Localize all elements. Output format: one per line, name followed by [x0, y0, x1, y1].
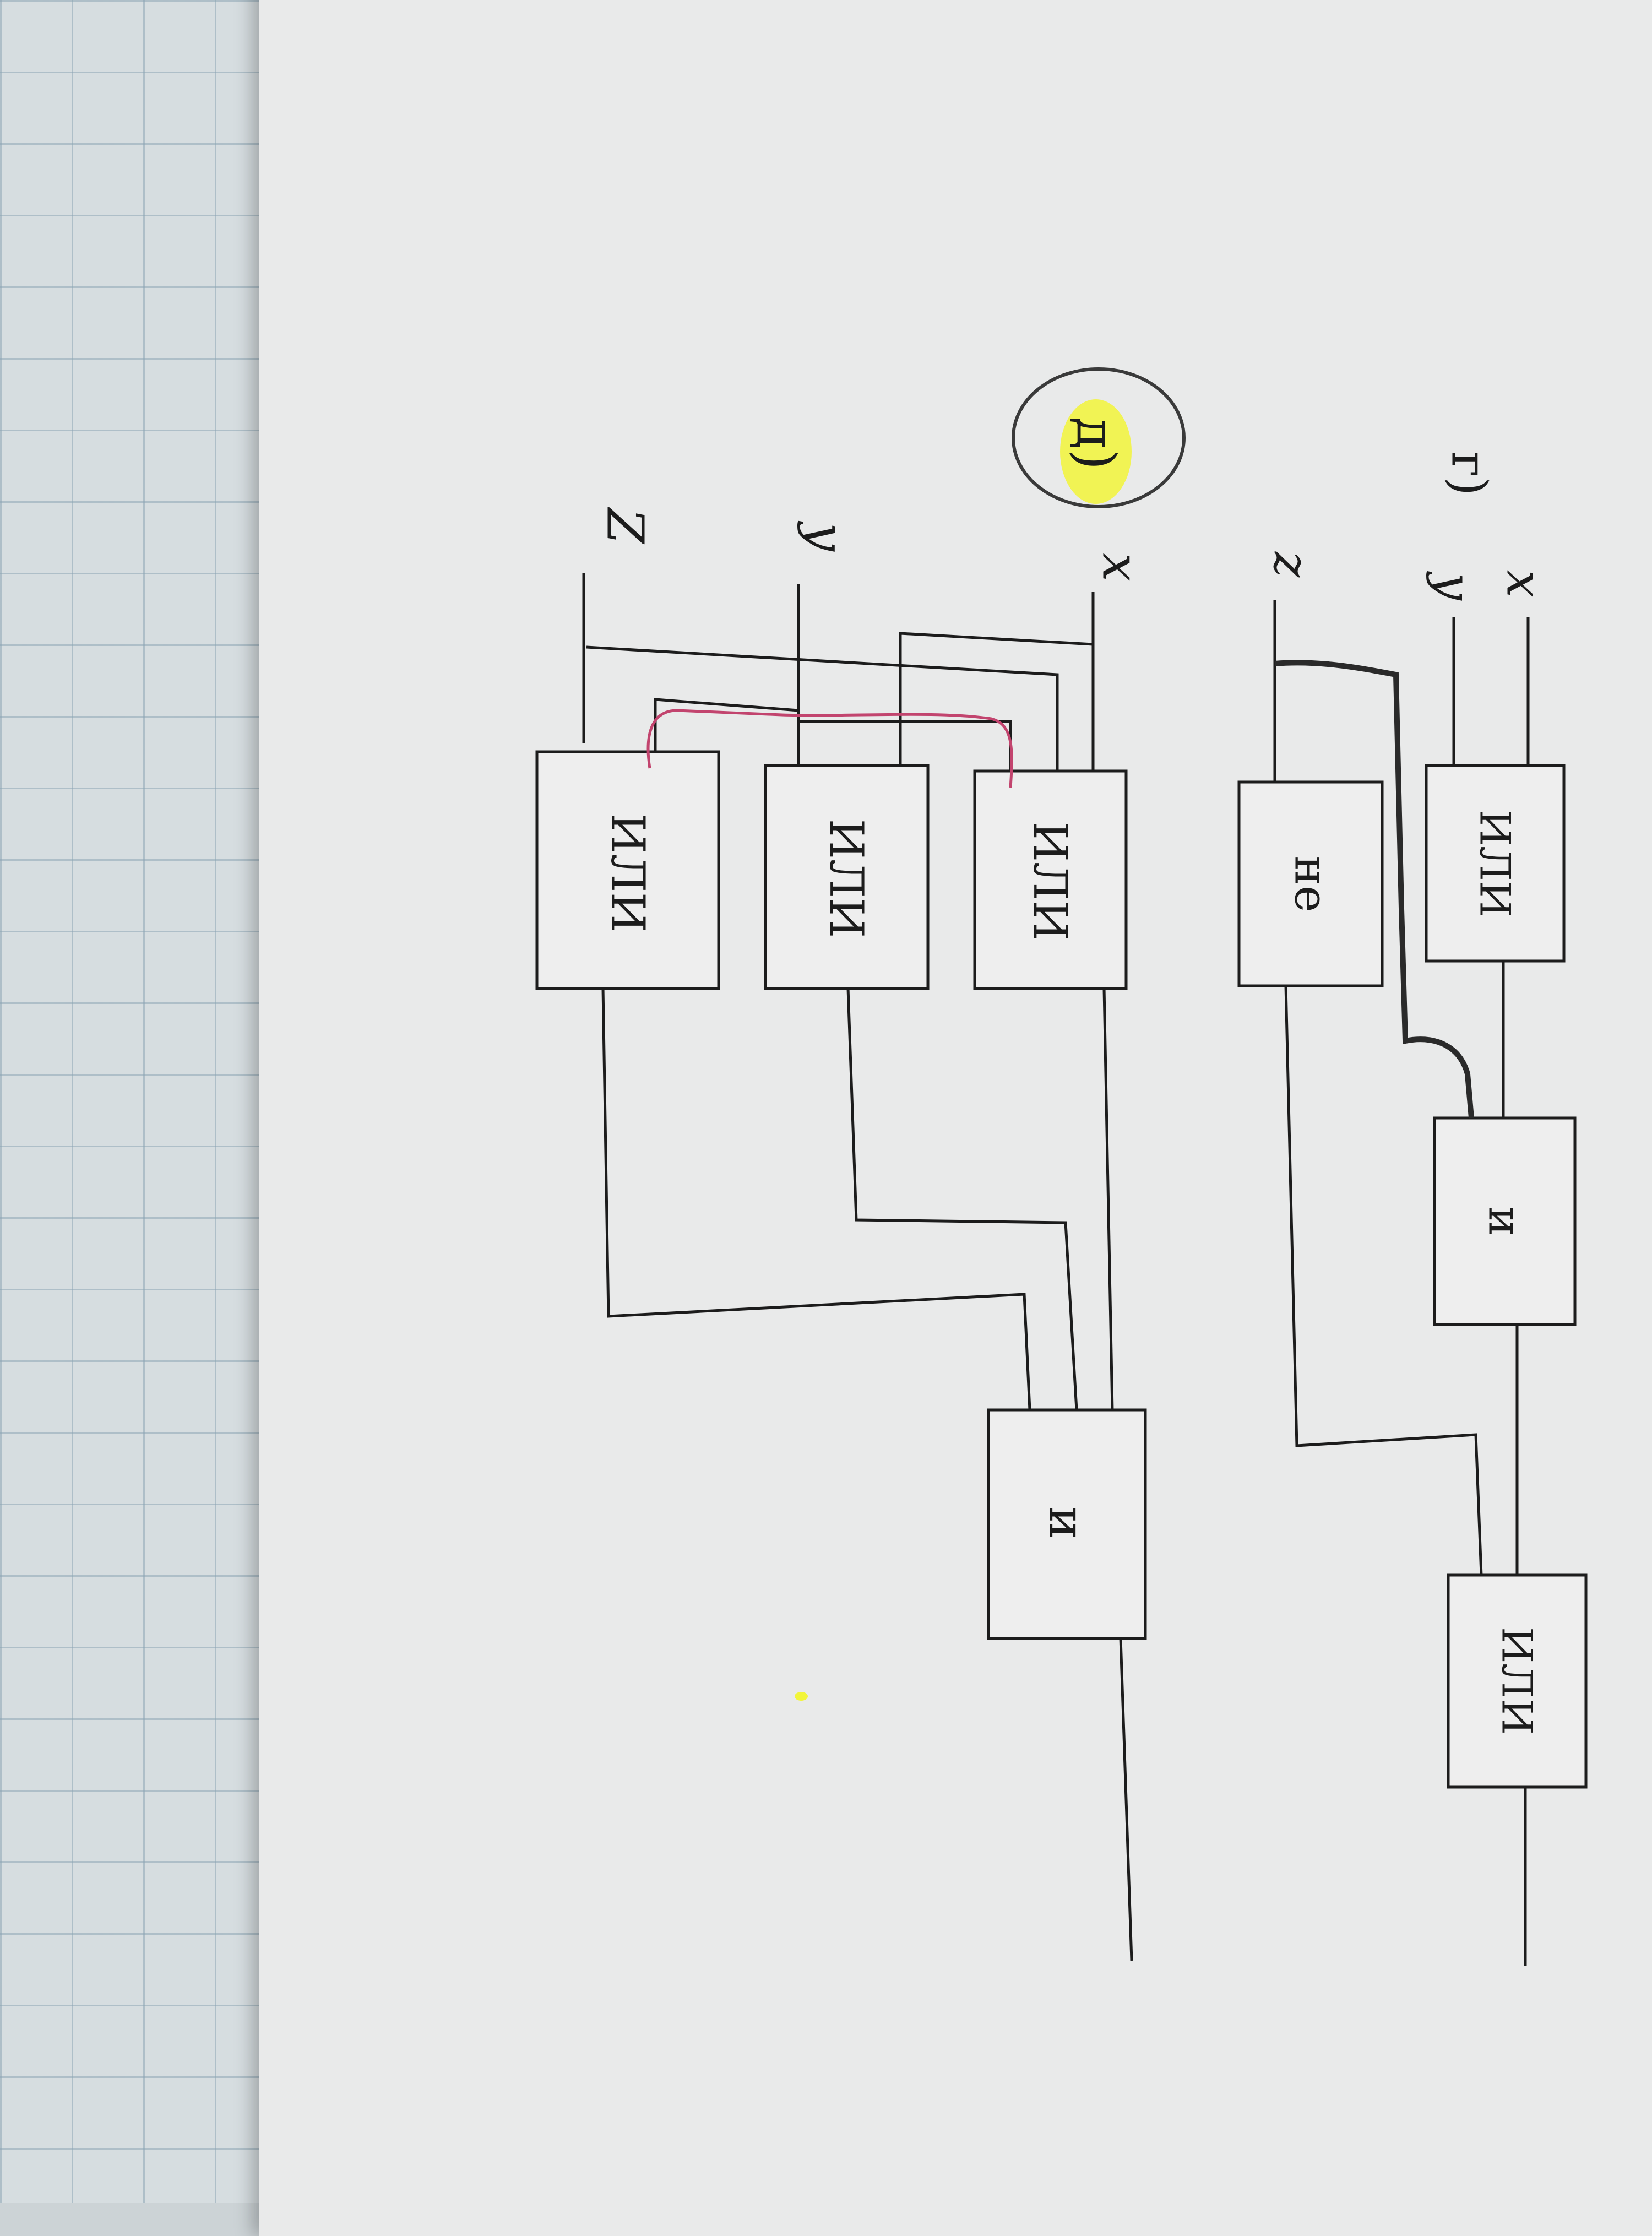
circuit-d-or1-gate: [973, 769, 1128, 990]
circuit-g-not-label: не: [1285, 855, 1337, 912]
circuit-d-or2-label: ИЛИ: [819, 819, 873, 938]
worksheet-page: [259, 0, 1652, 2236]
circuit-d-input-z: Z: [596, 507, 655, 545]
circuit-g-and-label: и: [1479, 1207, 1531, 1237]
circuit-d-highlight: [1060, 399, 1132, 504]
circuit-d-wire-z-bus: [586, 645, 1059, 771]
circuit-d-output-line: [1119, 1638, 1133, 1961]
circuit-g-not-gate: [1237, 780, 1384, 987]
circuit-d-and-gate: [987, 1408, 1147, 1640]
circuit-g-input-y: y: [1426, 571, 1482, 601]
circuit-g-input-z: z: [1263, 551, 1320, 578]
circuit-d-or2-gate: [764, 764, 930, 990]
circuit-d-or3-label: ИЛИ: [601, 813, 655, 933]
circuit-d-wire-y-bus: [798, 720, 1012, 771]
circuit-g-label: г): [1441, 452, 1498, 496]
circuit-g-or2-gate: [1447, 1573, 1588, 1789]
circuit-g: [1237, 600, 1588, 1966]
circuit-d-wire-x-to-or2: [899, 632, 1094, 768]
circuit-d-input-y: y: [797, 520, 856, 552]
circuit-d-pencil-circle: [1012, 367, 1186, 508]
circuit-g-or2-label: ИЛИ: [1493, 1627, 1542, 1735]
circuit-g-input-x: x: [1496, 570, 1553, 598]
circuit-d-and-label: и: [1038, 1506, 1096, 1539]
highlighter-fleck: [795, 1692, 808, 1701]
circuit-d-or1-label: ИЛИ: [1023, 822, 1077, 941]
circuit-d-wire-or2-to-and: [846, 988, 1078, 1410]
circuit-g-or1-label: ИЛИ: [1471, 810, 1520, 918]
circuit-d-wire-or3-to-and: [601, 988, 1031, 1410]
circuit-d: [535, 573, 1147, 1961]
circuit-g-or1-gate: [1425, 764, 1566, 963]
circuit-d-wire-or1-to-and: [1102, 988, 1114, 1410]
circuit-d-input-x: x: [1091, 553, 1150, 582]
circuit-d-or3-gate: [535, 750, 720, 990]
circuit-d-label: д): [1065, 417, 1127, 470]
circuit-g-and-gate: [1433, 1116, 1577, 1326]
circuit-g-pencil-wire: [1274, 660, 1474, 1119]
circuit-d-wire-y-to-or3: [654, 698, 799, 752]
circuit-d-red-pen-wire: [646, 709, 1013, 788]
circuit-g-wire-not-to-or2: [1284, 985, 1483, 1576]
